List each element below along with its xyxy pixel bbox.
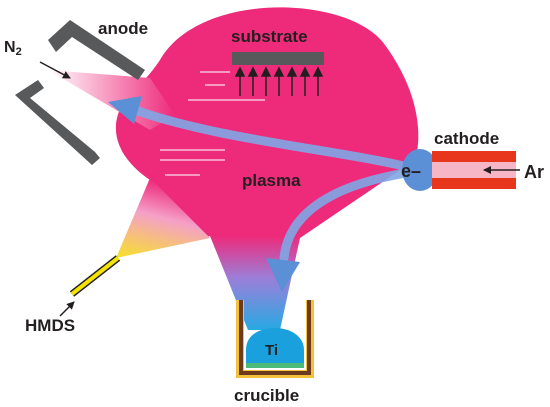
hmds-nozzle bbox=[69, 255, 121, 297]
ghost-lines bbox=[160, 71, 265, 176]
crucible-vessel bbox=[236, 300, 314, 378]
ti-label: Ti bbox=[265, 342, 278, 359]
n2-pointer-arrow bbox=[39, 61, 71, 79]
n2-label-main: N bbox=[4, 39, 16, 56]
cathode-label: cathode bbox=[434, 129, 499, 148]
deposition-arrow-head bbox=[273, 66, 285, 77]
ar-label: Ar bbox=[524, 162, 544, 182]
hmds-pointer-arrow bbox=[59, 301, 75, 317]
electron-label: e– bbox=[401, 161, 421, 181]
ti-melt-base bbox=[246, 363, 304, 368]
deposition-arrow-head bbox=[286, 66, 298, 77]
n2-label-sub: 2 bbox=[16, 46, 22, 58]
hmds-gas-inflow bbox=[116, 178, 210, 258]
deposition-arrows bbox=[234, 66, 324, 96]
cathode-tube bbox=[432, 151, 516, 189]
anode-lower-electrode bbox=[15, 80, 100, 165]
electron-beam-to-anode bbox=[130, 105, 417, 173]
n2-label: N2 bbox=[4, 39, 22, 58]
deposition-arrow-head bbox=[260, 66, 272, 77]
electron-label-dash: – bbox=[411, 161, 421, 181]
electron-label-e: e bbox=[401, 161, 411, 181]
deposition-arrow-head bbox=[234, 66, 246, 77]
deposition-arrow-head bbox=[312, 66, 324, 77]
crucible-label: crucible bbox=[234, 386, 299, 405]
electron-beam-to-crucible bbox=[279, 167, 417, 263]
electron-source bbox=[402, 149, 438, 191]
electron-beam-to-anode-arrowhead bbox=[108, 96, 142, 124]
plasma-label: plasma bbox=[242, 171, 301, 190]
substrate-plate bbox=[232, 52, 324, 65]
anode-upper-electrode bbox=[48, 20, 145, 80]
deposition-arrow-head bbox=[299, 66, 311, 77]
anode-label: anode bbox=[98, 19, 148, 38]
substrate-label: substrate bbox=[231, 27, 308, 46]
electron-beam-to-crucible-arrowhead bbox=[266, 258, 300, 292]
ti-melt bbox=[246, 328, 304, 366]
hmds-label: HMDS bbox=[25, 316, 75, 335]
deposition-arrow-head bbox=[247, 66, 259, 77]
